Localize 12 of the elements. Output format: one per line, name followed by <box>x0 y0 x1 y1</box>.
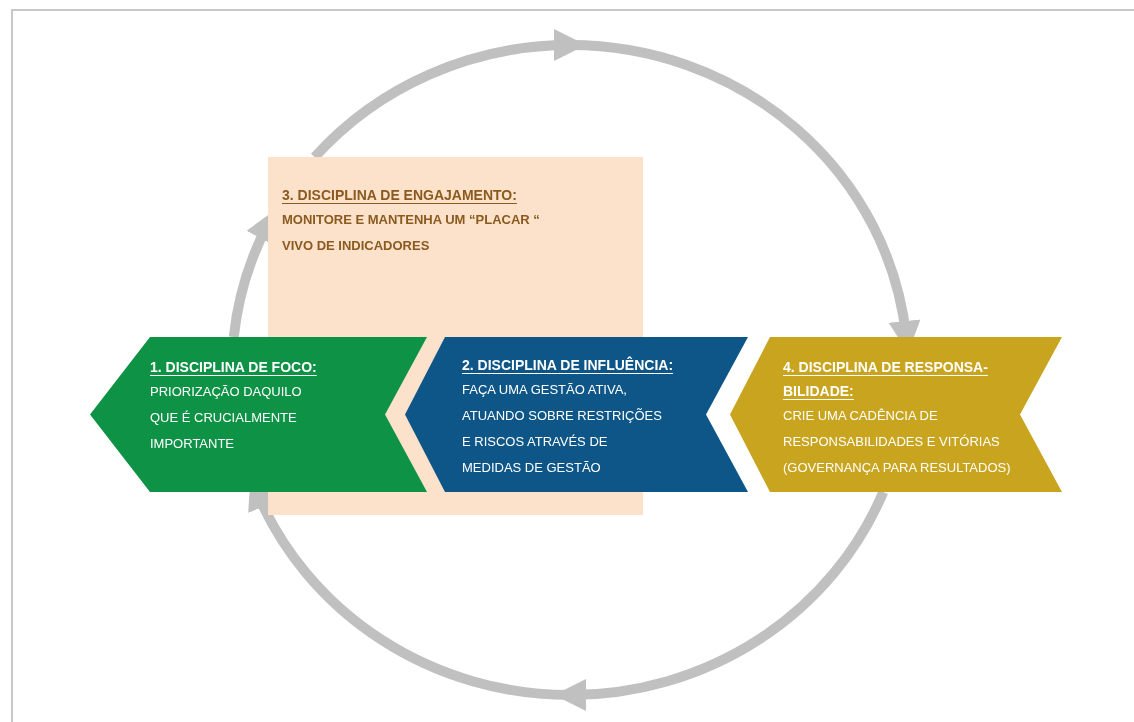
chevron-shape <box>730 337 1062 492</box>
chevron-shape <box>90 337 427 492</box>
description-text: CRIE UMA CADÊNCIA DE RESPONSABILIDADES E VITÓRIAS (GOVERNANÇA PARA RESULTADOS) <box>783 407 1012 477</box>
cycle-arrow <box>311 29 921 338</box>
heading-text: 3. DISCIPLINA DE ENGAJAMENTO: <box>282 186 518 205</box>
heading-text: 2. DISCIPLINA DE INFLUÊNCIA: <box>462 355 675 375</box>
chevron-shape <box>405 337 748 492</box>
heading-text: 1. DISCIPLINA DE FOCO: <box>150 358 318 377</box>
description-text: FAÇA UMA GESTÃO ATIVA, ATUANDO SOBRE RESTRIÇÕES E RISCOS ATRAVÉS DE MEDIDAS DE GESTÃO <box>462 381 663 477</box>
description-text: MONITORE E MANTENHA UM “PLACAR “ VIVO DE INDICADORES <box>282 211 541 255</box>
heading-text: 4. DISCIPLINA DE RESPONSA- BILIDADE: <box>783 358 989 401</box>
description-text: PRIORIZAÇÃO DAQUILO QUE É CRUCIALMENTE IMPORTANTE <box>150 383 303 453</box>
